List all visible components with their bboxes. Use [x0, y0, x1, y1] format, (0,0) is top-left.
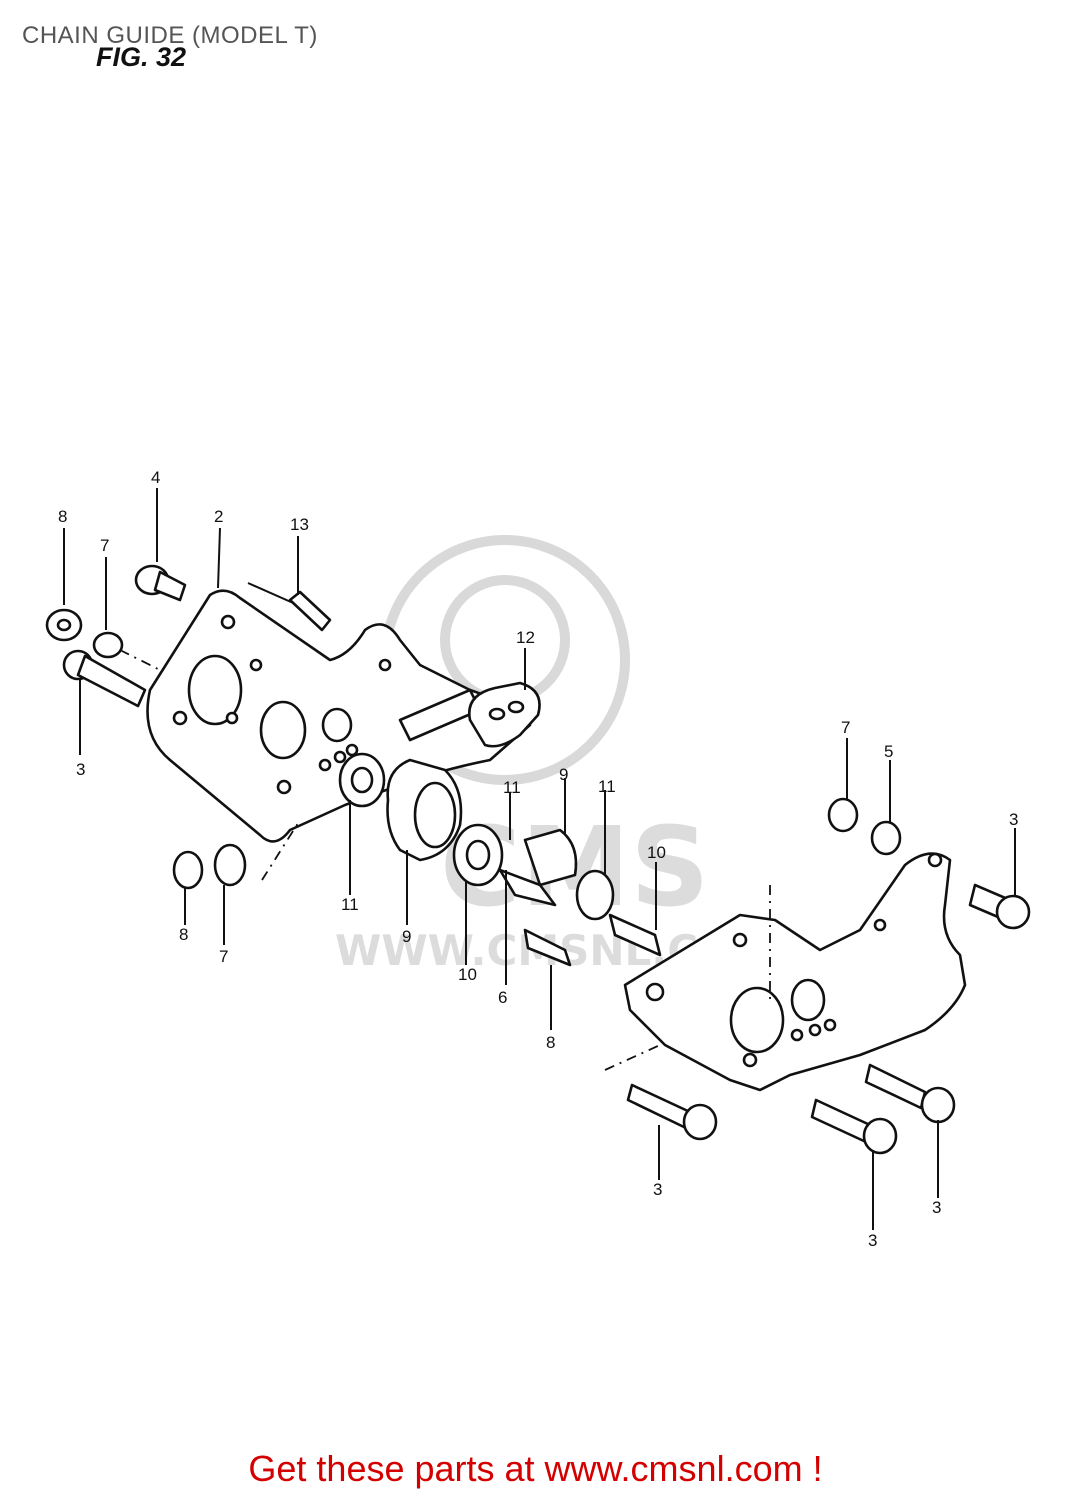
callout-12: 12	[516, 628, 535, 647]
callout-3-bottom-b: 3	[932, 1198, 941, 1217]
callout-13: 13	[290, 515, 309, 534]
callout-numbers: 8 7 3 4 2 13 12 8 7 11 9 11 9 11 10 10 6…	[58, 468, 1018, 1250]
left-fasteners	[45, 608, 161, 708]
callout-2: 2	[214, 507, 223, 526]
callout-11-c: 11	[598, 777, 616, 796]
figure-label: FIG. 32	[96, 42, 187, 72]
callout-11-a: 11	[341, 895, 359, 914]
bolt-13	[247, 582, 332, 632]
right-guide-plate	[604, 852, 967, 1092]
page-title: CHAIN GUIDE (MODEL T)	[22, 22, 318, 49]
callout-11-d: 10	[458, 965, 477, 984]
callout-3-bottom-a: 3	[653, 1180, 662, 1199]
callout-10-b: 6	[498, 988, 507, 1007]
left-guide-plate	[146, 589, 532, 843]
center-stack	[338, 752, 662, 967]
callout-8-right: 7	[841, 718, 850, 737]
watermark-logo-inner	[440, 575, 570, 705]
callout-5: 3	[1009, 810, 1018, 829]
callout-3-bottom-c: 3	[868, 1231, 877, 1250]
callout-8-lower-left: 8	[179, 925, 188, 944]
lower-left-fasteners	[172, 819, 301, 890]
callout-7-left: 7	[100, 536, 109, 555]
leader-lines	[63, 488, 1016, 1230]
callout-3-left: 3	[76, 760, 85, 779]
right-fasteners	[827, 797, 1031, 930]
callout-7-lower-left: 7	[219, 947, 228, 966]
callout-10-a: 10	[647, 843, 666, 862]
callout-6: 8	[546, 1033, 555, 1052]
callout-8-left: 8	[58, 507, 67, 526]
callout-7-right: 5	[884, 742, 893, 761]
get-parts-link[interactable]: Get these parts at www.cmsnl.com !	[248, 1448, 823, 1489]
bottom-bolts	[626, 1063, 956, 1155]
slider-pad	[468, 681, 541, 748]
callout-9-a: 9	[402, 927, 411, 946]
callout-9-b: 9	[559, 765, 568, 784]
bolt-4	[134, 564, 187, 602]
callout-11-b: 11	[503, 778, 521, 797]
callout-4: 4	[151, 468, 160, 487]
